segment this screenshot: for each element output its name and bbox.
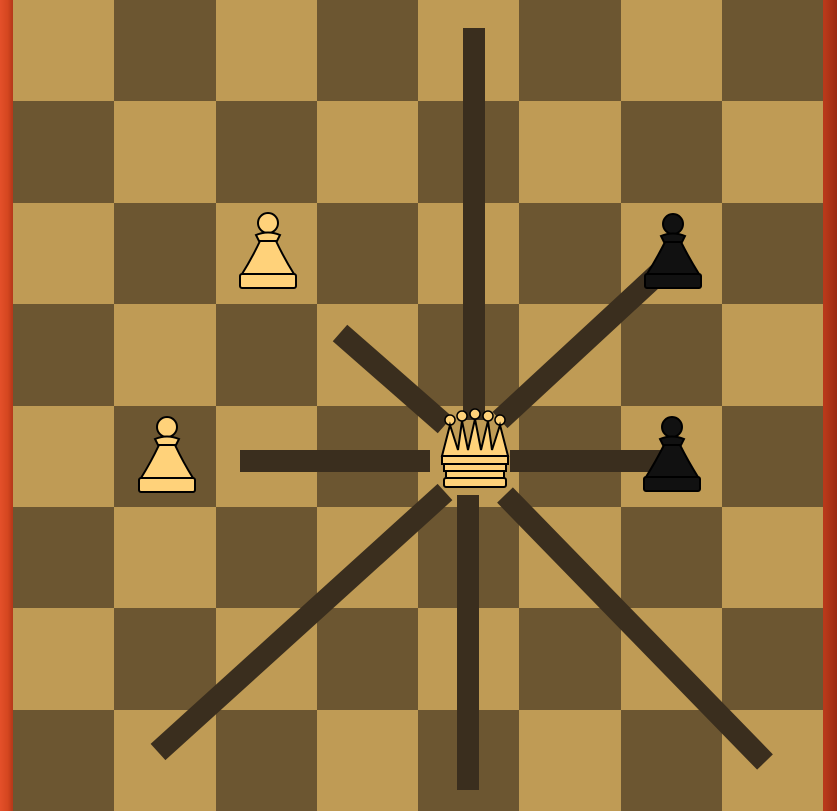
square-b7[interactable] — [114, 101, 215, 202]
square-d7[interactable] — [317, 101, 418, 202]
square-d6[interactable] — [317, 203, 418, 304]
square-f6[interactable] — [519, 203, 620, 304]
square-f4[interactable] — [519, 406, 620, 507]
square-f2[interactable] — [519, 608, 620, 709]
square-g8[interactable] — [621, 0, 722, 101]
square-c5[interactable] — [216, 304, 317, 405]
square-a6[interactable] — [13, 203, 114, 304]
square-b6[interactable] — [114, 203, 215, 304]
square-h3[interactable] — [722, 507, 823, 608]
square-a2[interactable] — [13, 608, 114, 709]
square-g7[interactable] — [621, 101, 722, 202]
square-g3[interactable] — [621, 507, 722, 608]
chess-board — [13, 0, 823, 811]
square-h5[interactable] — [722, 304, 823, 405]
square-f7[interactable] — [519, 101, 620, 202]
square-e6[interactable] — [418, 203, 519, 304]
square-d1[interactable] — [317, 710, 418, 811]
square-c4[interactable] — [216, 406, 317, 507]
square-b5[interactable] — [114, 304, 215, 405]
square-g2[interactable] — [621, 608, 722, 709]
square-h1[interactable] — [722, 710, 823, 811]
square-b8[interactable] — [114, 0, 215, 101]
square-e2[interactable] — [418, 608, 519, 709]
square-d8[interactable] — [317, 0, 418, 101]
square-f8[interactable] — [519, 0, 620, 101]
square-h8[interactable] — [722, 0, 823, 101]
square-c2[interactable] — [216, 608, 317, 709]
square-d5[interactable] — [317, 304, 418, 405]
square-g1[interactable] — [621, 710, 722, 811]
square-d3[interactable] — [317, 507, 418, 608]
square-h7[interactable] — [722, 101, 823, 202]
square-e3[interactable] — [418, 507, 519, 608]
square-f5[interactable] — [519, 304, 620, 405]
square-a3[interactable] — [13, 507, 114, 608]
square-a1[interactable] — [13, 710, 114, 811]
square-f3[interactable] — [519, 507, 620, 608]
square-c7[interactable] — [216, 101, 317, 202]
square-c1[interactable] — [216, 710, 317, 811]
square-b1[interactable] — [114, 710, 215, 811]
square-c8[interactable] — [216, 0, 317, 101]
square-f1[interactable] — [519, 710, 620, 811]
square-c3[interactable] — [216, 507, 317, 608]
square-e8[interactable] — [418, 0, 519, 101]
square-a5[interactable] — [13, 304, 114, 405]
square-b3[interactable] — [114, 507, 215, 608]
square-g5[interactable] — [621, 304, 722, 405]
square-b2[interactable] — [114, 608, 215, 709]
square-d2[interactable] — [317, 608, 418, 709]
square-h6[interactable] — [722, 203, 823, 304]
square-e1[interactable] — [418, 710, 519, 811]
square-a4[interactable] — [13, 406, 114, 507]
square-h4[interactable] — [722, 406, 823, 507]
square-d4[interactable] — [317, 406, 418, 507]
square-a8[interactable] — [13, 0, 114, 101]
square-h2[interactable] — [722, 608, 823, 709]
square-a7[interactable] — [13, 101, 114, 202]
square-e7[interactable] — [418, 101, 519, 202]
square-e5[interactable] — [418, 304, 519, 405]
white-queen-e4[interactable] — [442, 409, 508, 487]
